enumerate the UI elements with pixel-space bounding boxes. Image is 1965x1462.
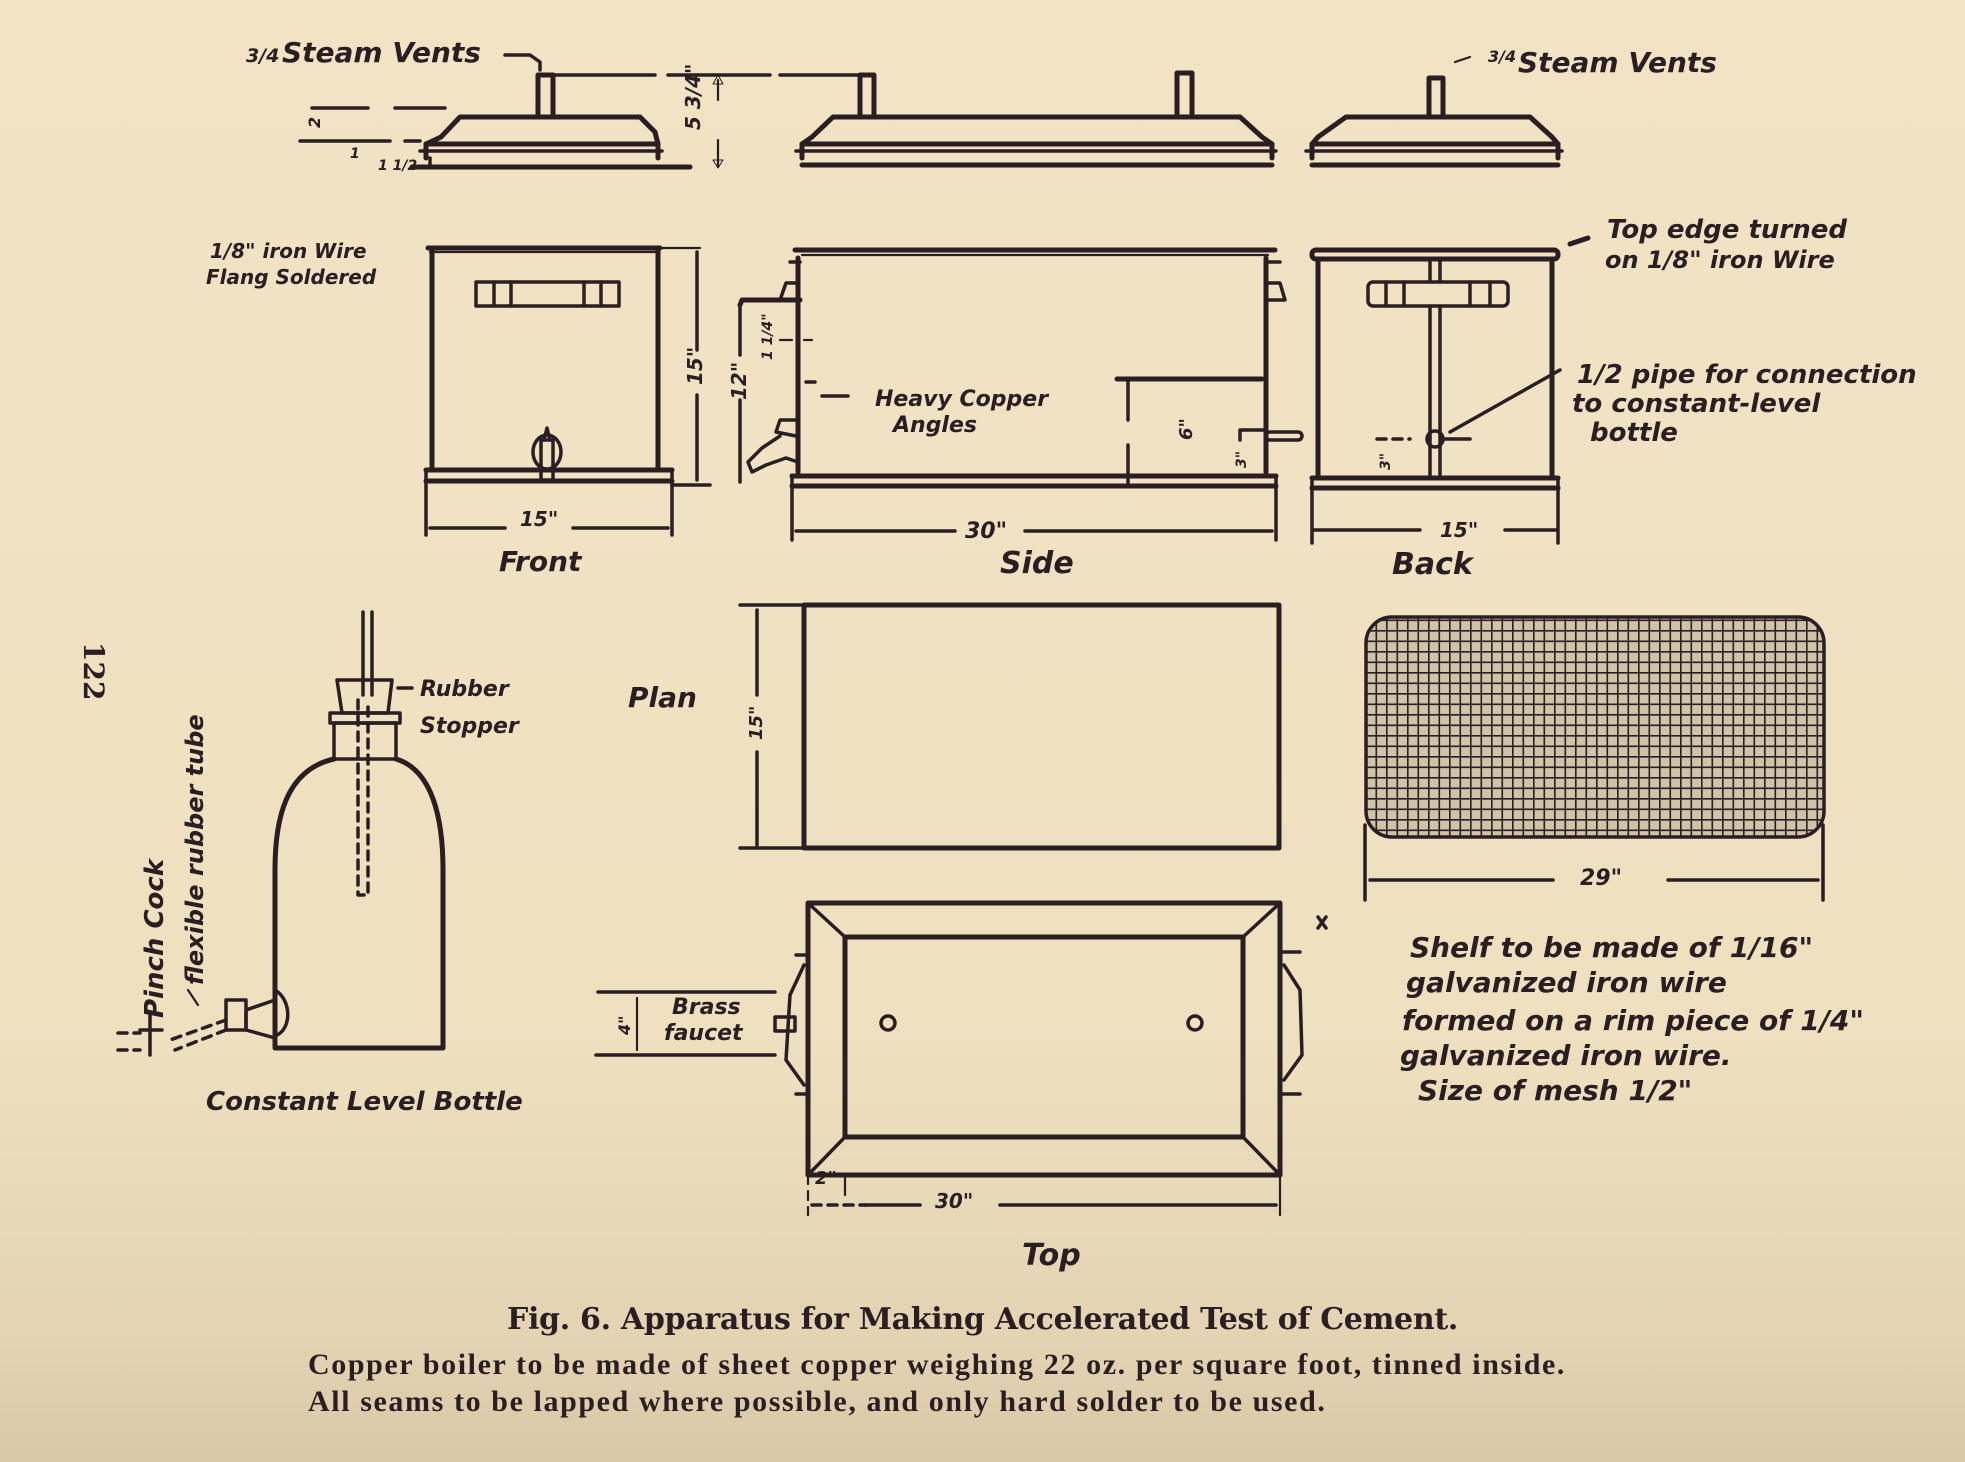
back-label: Back	[1392, 547, 1475, 582]
shelf-note-1: Shelf to be made of 1/16"	[1410, 931, 1813, 964]
rubber-stopper-note-2: Stopper	[420, 714, 520, 739]
rubber-stopper-note-1: Rubber	[420, 677, 510, 702]
plan-view	[738, 602, 1282, 851]
front-label: Front	[499, 545, 583, 578]
top-rim-dim: 2"	[815, 1168, 837, 1189]
top-label: Top	[1022, 1238, 1081, 1273]
steam-vents-label-left: Steam Vents	[282, 36, 481, 69]
steam-vent-side-right	[1174, 70, 1195, 120]
wire-mesh-shelf	[1363, 615, 1826, 902]
front-width-dim: 15"	[520, 507, 558, 531]
brass-faucet-note-1: Brass	[672, 995, 741, 1020]
flexible-tube-note: flexible rubber tube	[181, 714, 209, 985]
shelf-note-5: Size of mesh 1/2"	[1418, 1074, 1692, 1107]
top-edge-note-1: Top edge turned	[1607, 215, 1847, 245]
figure-body: Copper boiler to be made of sheet copper…	[308, 1346, 1566, 1420]
front-height-dim: 15"	[683, 347, 707, 385]
plan-label: Plan	[628, 681, 697, 714]
front-handle	[474, 280, 621, 308]
shelf-note-2: galvanized iron wire	[1406, 966, 1727, 999]
steam-vent-side-left	[857, 72, 877, 120]
side-lid	[794, 70, 1278, 168]
plan-depth-dim: 15"	[746, 706, 767, 740]
brass-faucet	[773, 1015, 797, 1033]
steam-vent-front	[535, 72, 556, 120]
shelf-width-dim: 29"	[1580, 866, 1622, 891]
pipe-note-1: 1/2 pipe for connection	[1577, 360, 1917, 390]
pipe-note-3: bottle	[1590, 418, 1678, 448]
back-lid	[1304, 55, 1564, 168]
figure-body-line: All seams to be lapped where possible, a…	[308, 1385, 1327, 1418]
back-handle	[1366, 280, 1510, 308]
shelf-note: Shelf to be made of 1/16" galvanized iro…	[1400, 931, 1864, 1107]
pinch-cock-note: Pinch Cock	[140, 857, 170, 1018]
lid-dim-b: 1	[350, 146, 360, 162]
shelf-note-4: galvanized iron wire.	[1400, 1039, 1732, 1072]
lid-height-dim: 5 3/4"	[681, 64, 705, 130]
heavy-copper-note-1: Heavy Copper	[875, 387, 1049, 412]
bottle-label: Constant Level Bottle	[206, 1087, 523, 1117]
shelf-note-3: formed on a rim piece of 1/4"	[1402, 1004, 1864, 1037]
side-faucet	[746, 418, 800, 474]
heavy-copper-note-2: Angles	[891, 413, 977, 438]
side-width-dim: 30"	[965, 519, 1007, 544]
top-hole-left	[879, 1014, 897, 1032]
top-hole-right	[1186, 1014, 1204, 1032]
brass-faucet-note-2: faucet	[664, 1021, 744, 1046]
steam-vents-label-right: Steam Vents	[1518, 46, 1717, 79]
back-width-dim: 15"	[1440, 518, 1478, 542]
side-pipe-dim: 3"	[1234, 451, 1250, 468]
back-pipe-dim: 3"	[1378, 453, 1394, 470]
faucet-dim: 4"	[615, 1016, 634, 1036]
front-lid	[298, 72, 867, 170]
shelf-height-dim: 6"	[1176, 418, 1197, 440]
figure-body-line: Copper boiler to be made of sheet copper…	[308, 1348, 1567, 1381]
figure-title: Fig. 6. Apparatus for Making Accelerated…	[506, 1302, 1459, 1337]
pipe-note-2: to constant-level	[1572, 389, 1821, 419]
top-view	[594, 900, 1328, 1217]
iron-wire-note-1: 1/8" iron Wire	[210, 239, 367, 263]
iron-wire-note-2: Flang Soldered	[206, 265, 377, 289]
side-pipe	[1264, 430, 1304, 442]
side-label: Side	[1000, 546, 1074, 581]
steam-vent-back	[1426, 75, 1446, 120]
top-edge-note-2: on 1/8" iron Wire	[1605, 246, 1835, 274]
front-view	[423, 245, 803, 537]
constant-level-bottle	[116, 610, 446, 1057]
lid-dim-a: 2	[305, 117, 324, 128]
page-number: 122	[77, 642, 110, 700]
side-view	[746, 247, 1304, 542]
vent-size-left: 3/4	[246, 45, 279, 67]
lid-dim-c: 1 1/2	[378, 158, 417, 174]
vent-size-right: 3/4	[1488, 47, 1516, 66]
back-view	[1309, 247, 1562, 545]
angle-dim: 1 1/4"	[760, 313, 776, 360]
water-level-dim: 12"	[727, 362, 751, 400]
top-width-dim: 30"	[935, 1189, 973, 1213]
